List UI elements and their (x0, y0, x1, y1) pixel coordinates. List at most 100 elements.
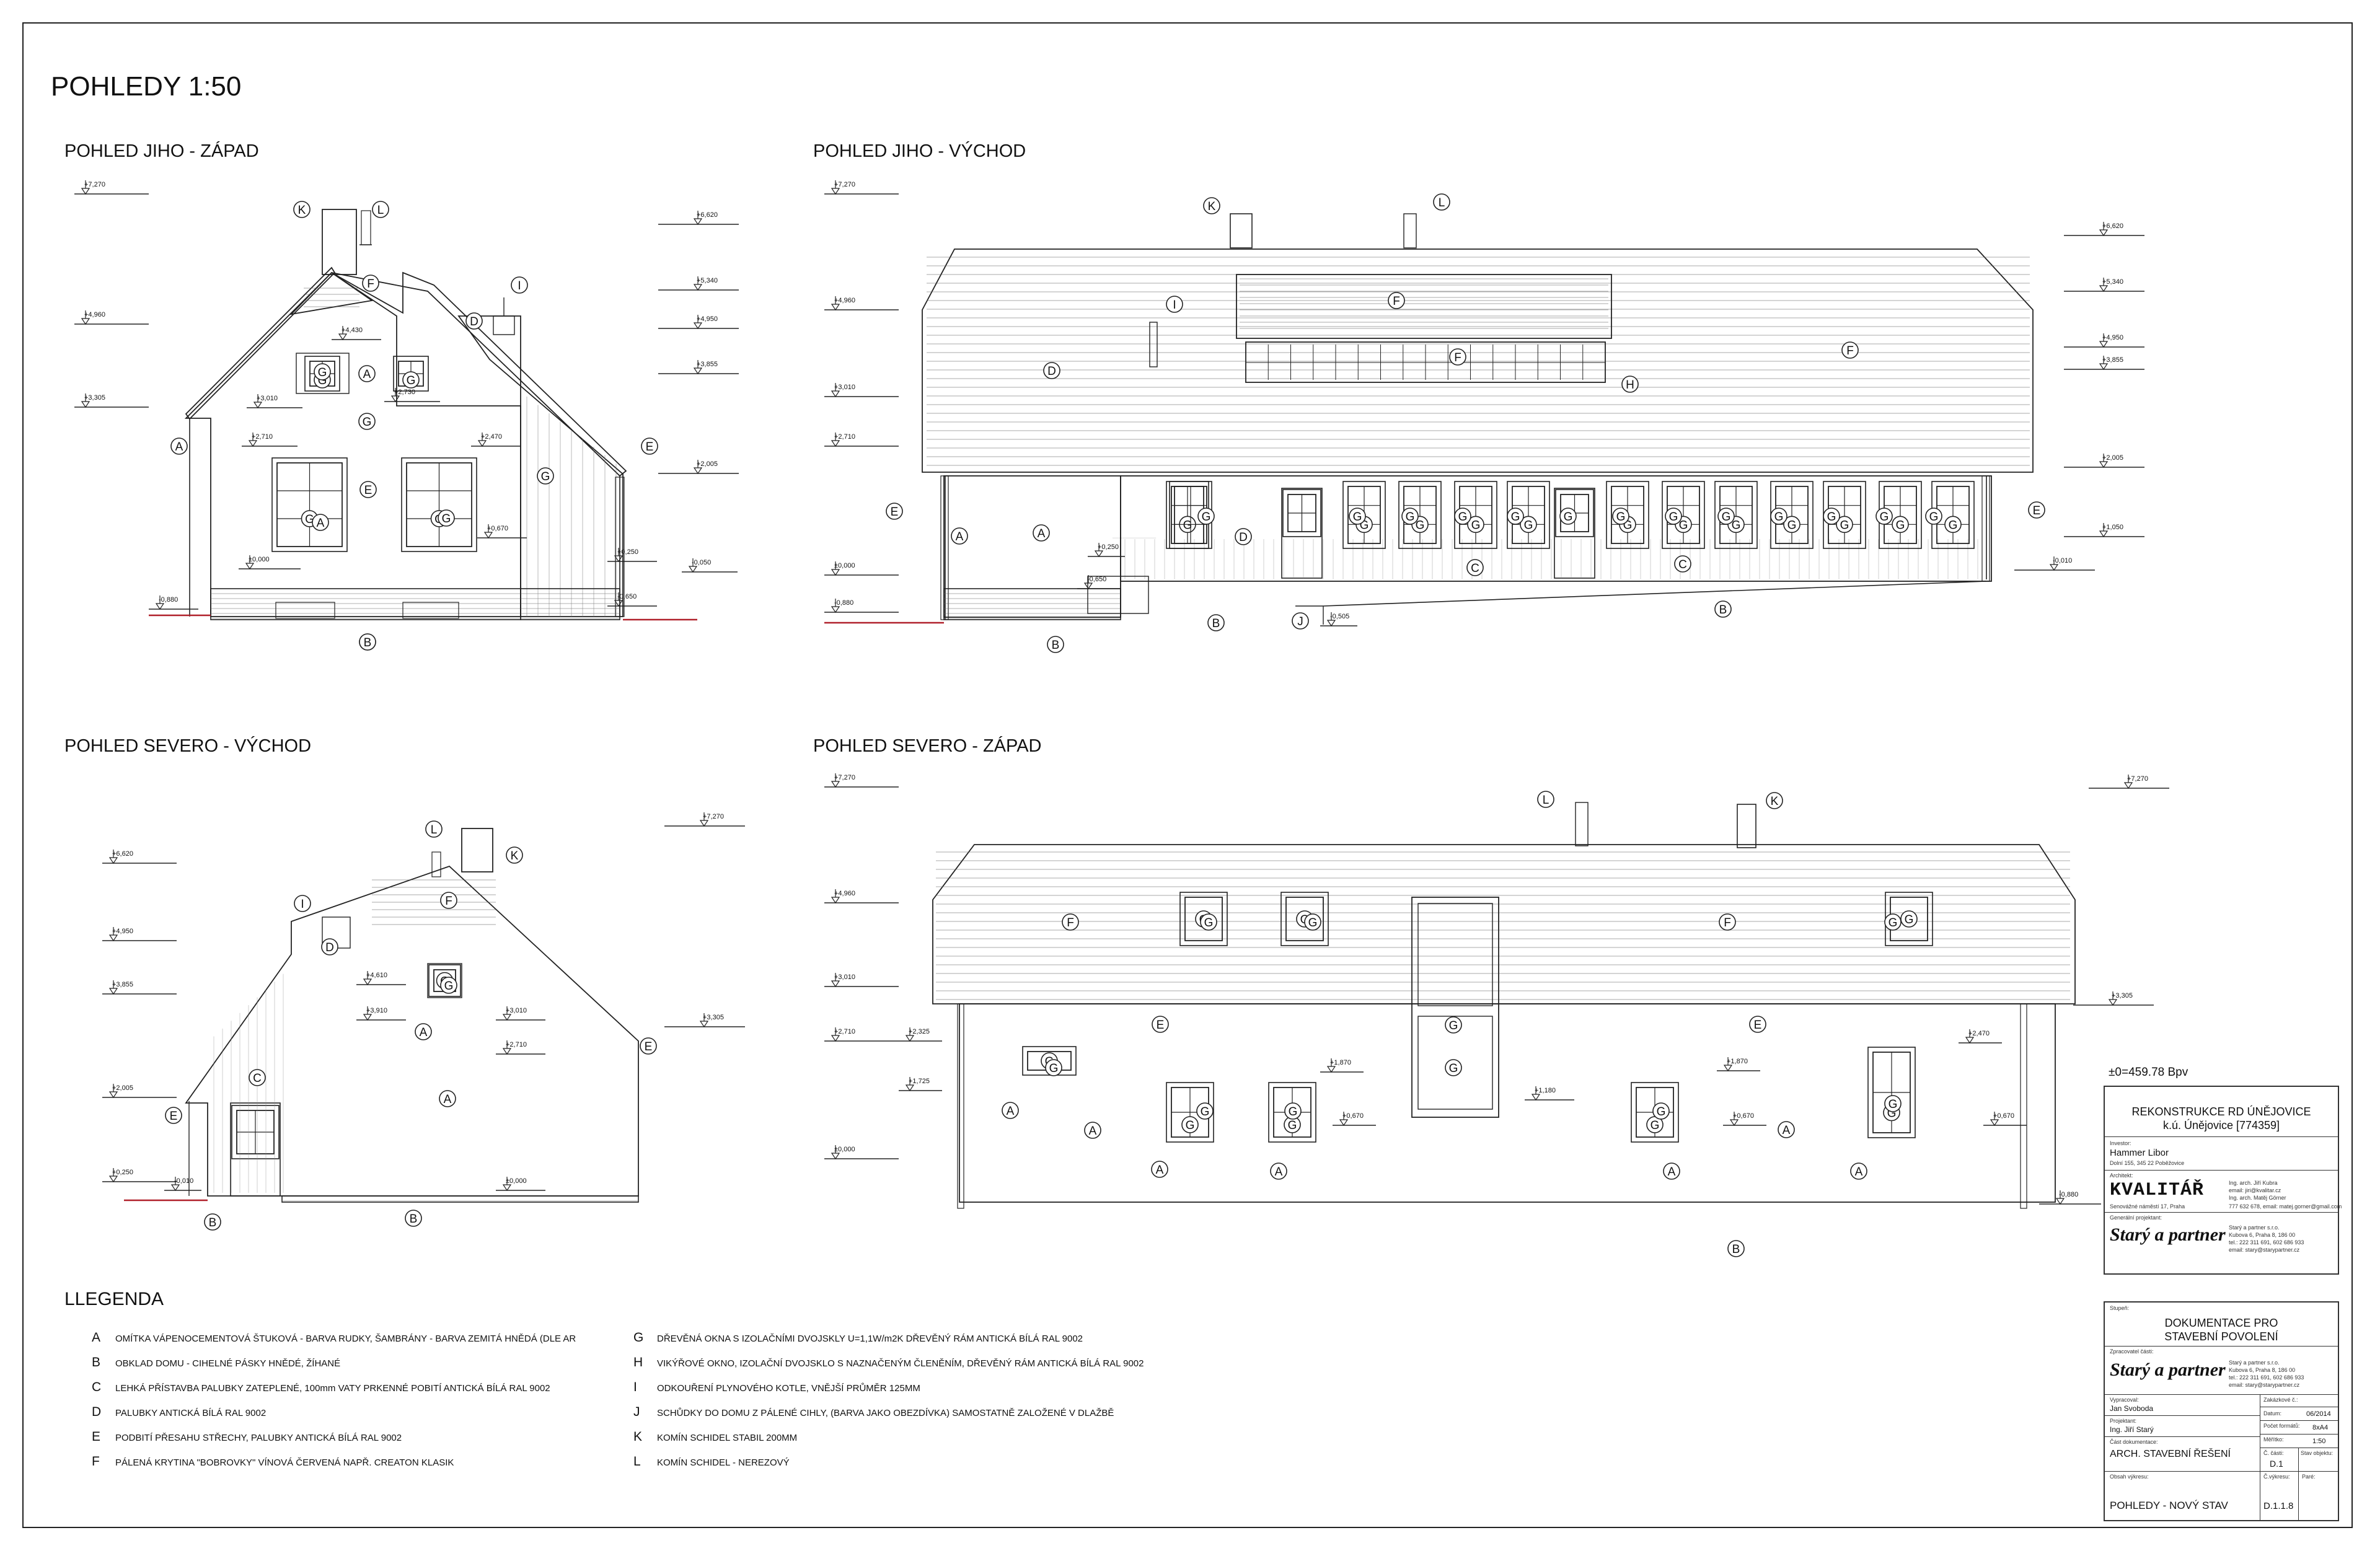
marker-circle (1203, 197, 1220, 214)
level-arrow (2055, 1198, 2065, 1205)
architect-address: Senovážné náměstí 17, Praha (2110, 1203, 2185, 1210)
window-surround (1179, 892, 1228, 946)
marker-circle (1152, 1016, 1169, 1033)
window-surround (1280, 892, 1329, 946)
legend-text: KOMÍN SCHIDEL - NEREZOVÝ (657, 1457, 790, 1468)
processor-name: Starý a partner s.r.o. (2229, 1360, 2280, 1366)
architect-person-1-mail: email: jiri@kvalitar.cz (2229, 1187, 2281, 1193)
material-marker: G (1651, 1119, 1660, 1132)
level-arrow (831, 304, 840, 311)
material-marker: G (1308, 916, 1318, 929)
material-marker: A (1038, 527, 1046, 540)
level-arrow (502, 1014, 512, 1021)
marker-circle (358, 365, 376, 382)
absolute-level: ±0=459.78 Bpv (2109, 1066, 2188, 1079)
chimney-k-nw (1737, 804, 1756, 848)
level-label: +2,325 (909, 1028, 930, 1035)
level-label: +6,620 (112, 850, 133, 858)
level-arrow (2099, 530, 2109, 538)
material-marker: E (2033, 504, 2041, 517)
tall-window-nw (1411, 897, 1499, 1118)
architect-person-1: Ing. arch. Jiří Kubra (2229, 1180, 2278, 1186)
marker-circle (1235, 528, 1252, 545)
marker-circle (165, 1107, 182, 1124)
window-surround (1555, 489, 1594, 537)
format: 8xA4 (2312, 1424, 2329, 1431)
level-label: +4,610 (366, 972, 387, 979)
material-marker: G (1669, 511, 1678, 524)
level-arrow (108, 934, 118, 942)
legend-key: J (633, 1405, 640, 1419)
material-marker: A (444, 1093, 452, 1106)
marker-circle (204, 1213, 221, 1231)
view-title-nw: POHLED SEVERO - ZÁPAD (813, 736, 1042, 756)
level-label: +1,725 (909, 1078, 930, 1085)
material-marker: F (1846, 345, 1854, 358)
material-marker: B (1732, 1243, 1740, 1256)
material-marker: F (445, 895, 452, 908)
material-marker: G (407, 374, 416, 387)
level-label: +2,710 (834, 433, 855, 441)
chimney-l-nw (1575, 802, 1589, 846)
level-label: -0,650 (1087, 576, 1106, 583)
view-title-se: POHLED JIHO - VÝCHOD (813, 141, 1026, 161)
material-marker: G (1449, 1019, 1458, 1032)
brick-plinth (943, 588, 1121, 620)
rev-label: Paré: (2302, 1474, 2316, 1480)
material-marker: G (1289, 1105, 1298, 1118)
title-block-drawing: Stupeň: DOKUMENTACE PRO STAVEBNÍ POVOLEN… (2104, 1301, 2339, 1521)
marker-circle (1841, 341, 1859, 359)
designer-mail: email: stary@starypartner.cz (2229, 1247, 2300, 1253)
level-arrow (699, 820, 709, 827)
architect-contact: 777 632 678, email: matej.gorner@gmail.c… (2229, 1203, 2342, 1210)
marker-circle (1084, 1122, 1101, 1139)
format-label: Počet formátů: (2263, 1423, 2300, 1429)
level-arrow (831, 781, 840, 788)
legend-text: PÁLENÁ KRYTINA "BOBROVKY" VÍNOVÁ ČERVENÁ… (115, 1457, 454, 1468)
wall-nw (959, 1003, 2056, 1203)
material-marker: J (1297, 615, 1303, 628)
tall-window-upper (1417, 903, 1493, 1006)
material-marker: G (1929, 511, 1939, 524)
marker-circle (1151, 1161, 1168, 1178)
level-label: -0,505 (1330, 613, 1349, 620)
marker-circle (2028, 501, 2045, 519)
material-marker: L (1439, 196, 1445, 209)
material-marker: H (1626, 379, 1634, 392)
window-surround (393, 356, 429, 392)
material-marker: E (891, 506, 899, 519)
door-ne (230, 1102, 281, 1197)
marker-circle (1778, 1121, 1795, 1138)
legend-key: I (633, 1380, 637, 1394)
designer-tel: tel.: 222 311 691, 602 686 933 (2229, 1239, 2304, 1246)
marker-circle (1665, 507, 1682, 525)
material-marker: G (1183, 519, 1192, 532)
legend-key: G (633, 1330, 644, 1345)
marker-circle (1304, 913, 1321, 931)
level-label: +3,010 (257, 395, 278, 402)
processor-address: Kubova 6, Praha 8, 186 00 (2229, 1367, 2296, 1373)
marker-circle (312, 514, 329, 531)
level-label: -0,880 (2059, 1191, 2078, 1198)
level-arrow (81, 318, 90, 325)
material-marker: D (1047, 365, 1056, 378)
date: 06/2014 (2306, 1410, 2331, 1418)
material-marker: G (1896, 519, 1905, 532)
material-marker: K (1208, 200, 1216, 213)
marker-circle (1652, 1102, 1670, 1120)
material-marker: G (1949, 519, 1958, 532)
processor-tel: tel.: 222 311 691, 602 686 933 (2229, 1374, 2304, 1381)
marker-circle (1292, 612, 1309, 630)
level-arrow (831, 569, 840, 576)
legend-key: D (92, 1405, 102, 1419)
material-marker: D (1239, 531, 1248, 544)
marker-circle (1884, 913, 1902, 931)
level-arrow (155, 603, 165, 610)
level-arrow (2123, 782, 2133, 789)
material-marker: G (1889, 916, 1898, 929)
material-marker: G (1889, 1098, 1898, 1111)
